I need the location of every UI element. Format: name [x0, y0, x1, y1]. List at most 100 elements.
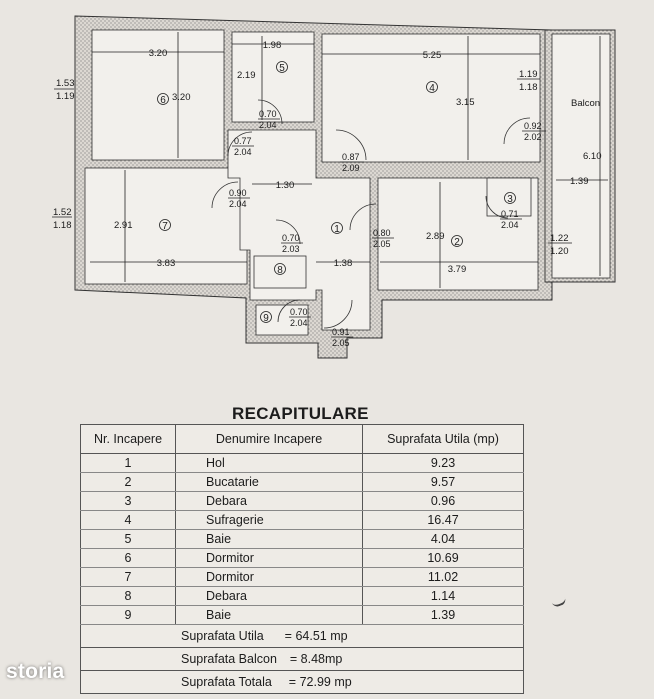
- room-number-cell: 6: [80, 548, 176, 568]
- room-area-cell: 0.96: [362, 491, 524, 511]
- door-2-width: 0.80: [373, 228, 391, 238]
- door-swing-3: [485, 195, 509, 219]
- door-swing-6: [227, 131, 253, 157]
- room-number-cell: 4: [80, 510, 176, 530]
- room-5-floor: [231, 31, 315, 123]
- room-name-cell: Sufragerie: [175, 510, 363, 530]
- door-swing-7: [211, 181, 239, 209]
- door-2-height: 2.05: [373, 239, 391, 249]
- room-name-cell: Debara: [175, 586, 363, 606]
- room-9-number: 9: [263, 313, 269, 324]
- room-area-cell: 4.04: [362, 529, 524, 549]
- recap-header-row: Nr. Incapere Denumire Incapere Suprafata…: [80, 424, 524, 454]
- room-5-width: 1.98: [263, 40, 282, 51]
- door-7-width: 0.90: [229, 188, 247, 198]
- room-4-number: 4: [429, 83, 435, 94]
- hall-width-lower: 1.38: [334, 258, 353, 269]
- pen-mark: [551, 595, 567, 609]
- room-name-cell: Debara: [175, 491, 363, 511]
- room-number-cell: 9: [80, 605, 176, 625]
- door-3-width: 0.71: [501, 209, 519, 219]
- room-markers: [157, 61, 516, 323]
- room-3-floor: [486, 177, 532, 217]
- room-2-width: 3.79: [448, 264, 467, 275]
- balcony-length: 6.10: [583, 151, 602, 162]
- table-row: 3 Debara 0.96: [80, 491, 524, 511]
- window-4-height: 1.18: [519, 82, 538, 93]
- window-6-width: 1.53: [56, 78, 75, 89]
- room-number-cell: 8: [80, 586, 176, 606]
- door-swing-balcony: [503, 117, 531, 145]
- room-name-cell: Bucatarie: [175, 472, 363, 492]
- storia-watermark: storia: [6, 660, 65, 683]
- room-area-cell: 9.23: [362, 453, 524, 473]
- door-swing-entrance: [323, 299, 353, 329]
- room-name-cell: Hol: [175, 453, 363, 473]
- summary-value: 72.99 mp: [299, 675, 352, 689]
- balcony-depth: 1.39: [570, 176, 589, 187]
- door-7-height: 2.04: [229, 199, 247, 209]
- room-4-floor: [321, 33, 541, 163]
- room-number-cell: 2: [80, 472, 176, 492]
- floor-plan: 6 5 4 7 1 2 3 8 9 3.20 3.20 1.98 2.19 5.…: [52, 15, 616, 359]
- room-number-cell: 3: [80, 491, 176, 511]
- room-5-depth: 2.19: [237, 70, 256, 81]
- window-4-width: 1.19: [519, 69, 538, 80]
- table-row: 6 Dormitor 10.69: [80, 548, 524, 568]
- room-name-cell: Baie: [175, 529, 363, 549]
- door-swing-5: [257, 99, 283, 125]
- summary-row-total: Suprafata Totala = 72.99 mp: [80, 670, 524, 694]
- door-8-height: 2.03: [282, 244, 300, 254]
- room-6-number: 6: [160, 95, 166, 106]
- room-area-cell: 1.39: [362, 605, 524, 625]
- door-annotations: 0.70 2.04 0.77 2.04 0.87 2.09 0.92 2.02 …: [228, 109, 546, 348]
- header-area: Suprafata Utila (mp): [362, 424, 524, 454]
- header-room-name: Denumire Incapere: [175, 424, 363, 454]
- door-swing-9: [277, 299, 301, 323]
- header-room-number: Nr. Incapere: [80, 424, 176, 454]
- recap-table: Nr. Incapere Denumire Incapere Suprafata…: [80, 424, 524, 694]
- room-4-width: 5.25: [423, 50, 442, 61]
- door-swings: [211, 99, 531, 329]
- hall-width-upper: 1.30: [276, 180, 295, 191]
- window-annotations: 1.53 1.19 1.52 1.18 1.19 1.18 1.22 1.20: [52, 69, 572, 257]
- door-6-width: 0.77: [234, 136, 252, 146]
- window-6-height: 1.19: [56, 91, 75, 102]
- room-number-cell: 7: [80, 567, 176, 587]
- summary-row-useful: Suprafata Utila = 64.51 mp: [80, 624, 524, 648]
- room-area-cell: 11.02: [362, 567, 524, 587]
- door-4-height: 2.09: [342, 163, 360, 173]
- dimension-lines: [90, 32, 608, 288]
- summary-equals: =: [288, 675, 297, 689]
- room-name-cell: Dormitor: [175, 548, 363, 568]
- room-7-floor: [84, 167, 248, 285]
- room-9-floor: [255, 304, 309, 336]
- room-area-cell: 1.14: [362, 586, 524, 606]
- window-2-width: 1.22: [550, 233, 569, 244]
- table-row: 9 Baie 1.39: [80, 605, 524, 625]
- room-name-cell: Dormitor: [175, 567, 363, 587]
- summary-label: Suprafata Totala: [181, 675, 272, 689]
- room-number-cell: 1: [80, 453, 176, 473]
- summary-value: 64.51 mp: [295, 629, 348, 643]
- table-row: 1 Hol 9.23: [80, 453, 524, 473]
- window-7-height: 1.18: [53, 220, 72, 231]
- summary-label: Suprafata Utila: [181, 629, 264, 643]
- room-area-cell: 10.69: [362, 548, 524, 568]
- room-6-depth: 3.20: [172, 92, 191, 103]
- table-row: 4 Sufragerie 16.47: [80, 510, 524, 530]
- room-5-number: 5: [279, 63, 285, 74]
- room-name-cell: Baie: [175, 605, 363, 625]
- door-5-width: 0.70: [259, 109, 277, 119]
- door-balcony-width: 0.92: [524, 121, 542, 131]
- room-6-width: 3.20: [149, 48, 168, 59]
- room-8-floor: [253, 255, 307, 289]
- door-balcony-height: 2.02: [524, 132, 542, 142]
- room-4-depth: 3.15: [456, 97, 475, 108]
- room-2-depth: 2.89: [426, 231, 445, 242]
- room-1-number: 1: [334, 224, 340, 235]
- summary-value: 8.48mp: [300, 652, 343, 666]
- room-7-width: 3.83: [157, 258, 176, 269]
- room-7-depth: 2.91: [114, 220, 133, 231]
- window-2-height: 1.20: [550, 246, 569, 257]
